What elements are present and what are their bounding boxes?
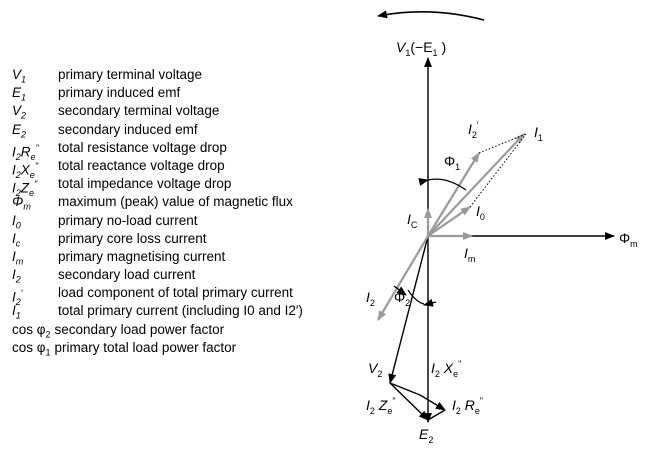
i2re-drop xyxy=(419,394,446,411)
legend-row: I2Ze" total impedance voltage drop xyxy=(12,175,352,198)
legend-description: secondary terminal voltage xyxy=(58,103,220,119)
label-ic: IC xyxy=(407,211,418,230)
label-im: Im xyxy=(464,245,475,264)
legend-row: V2 secondary terminal voltage xyxy=(12,102,352,121)
legend-row: I2Re" total resistance voltage drop xyxy=(12,139,352,162)
legend-description: primary induced emf xyxy=(58,85,181,101)
legend-description: total resistance voltage drop xyxy=(58,139,227,155)
label-i2: I2 xyxy=(366,289,375,308)
e2-closing xyxy=(427,409,446,421)
legend-symbol: I2′ xyxy=(12,288,23,308)
legend-description: primary total load power factor xyxy=(54,339,237,355)
phi2-tick-right xyxy=(423,298,437,307)
legend-row: E1 primary induced emf xyxy=(12,84,352,103)
label-phi2: Φ2 xyxy=(394,289,410,308)
legend-row: Ic primary core loss current xyxy=(12,230,352,249)
label-i2-prime: I2′ xyxy=(468,120,479,140)
legend-row: Φm maximum (peak) value of magnetic flux xyxy=(12,193,352,212)
legend-description: primary magnetising current xyxy=(58,248,226,264)
legend-row: I0 primary no-load current xyxy=(12,212,352,231)
legend-symbol: I2Re" xyxy=(12,142,39,162)
legend-description: total reactance voltage drop xyxy=(58,157,225,173)
legend-description: maximum (peak) value of magnetic flux xyxy=(58,194,293,210)
label-i2xe: I2 Xe" xyxy=(431,359,461,379)
i2ze-drop xyxy=(389,382,429,421)
legend-row: E2 secondary induced emf xyxy=(12,121,352,140)
legend-symbol: V2 xyxy=(12,103,27,122)
legend-row: I2Xe" total reactance voltage drop xyxy=(12,157,352,180)
legend-symbol: cos φ2 xyxy=(12,321,51,340)
i2-prime-phasor xyxy=(427,152,480,237)
legend-symbol: E2 xyxy=(12,121,27,140)
legend-description: secondary load current xyxy=(58,267,196,283)
legend-row: V1 primary terminal voltage xyxy=(12,66,352,85)
label-v1: V1(−E1 ) xyxy=(396,39,446,58)
label-i2re: I2 Re" xyxy=(452,396,483,416)
legend-symbol: I2Xe" xyxy=(12,160,39,181)
legend-row: I2′ load component of total primary curre… xyxy=(12,284,352,307)
legend-description: primary terminal voltage xyxy=(58,67,203,82)
legend-symbol: I1 xyxy=(12,303,21,322)
legend-row: I1 total primary current (including I0 an… xyxy=(12,302,352,321)
label-e2: E2 xyxy=(419,426,433,445)
i2-phasor xyxy=(377,235,429,321)
label-v2: V2 xyxy=(368,360,382,379)
legend-symbol: Ic xyxy=(12,230,21,249)
i0-phasor xyxy=(427,206,471,237)
i2xe-drop xyxy=(389,382,421,396)
legend-symbol: I2 xyxy=(12,267,21,285)
legend-row: Im primary magnetising current xyxy=(12,248,352,267)
phi1-arc xyxy=(418,178,467,191)
label-phi1: Φ1 xyxy=(444,153,460,172)
label-i1: I1 xyxy=(534,124,543,143)
legend-symbol: E1 xyxy=(12,85,27,103)
v2-phasor xyxy=(388,235,429,384)
dotted-construction-1 xyxy=(478,133,527,154)
legend-description: load component of total primary current xyxy=(58,285,293,301)
legend-description: total impedance voltage drop xyxy=(58,176,232,192)
legend-symbol: Φm xyxy=(12,194,31,212)
legend-symbol: I2Ze" xyxy=(12,179,38,199)
legend-description: primary core loss current xyxy=(58,230,207,246)
phi2-arc xyxy=(407,289,425,305)
legend-symbol: Im xyxy=(12,248,24,267)
label-i0: I0 xyxy=(476,203,485,222)
legend-description: total primary current (including I0 and … xyxy=(58,303,303,319)
legend-description: primary no-load current xyxy=(58,212,198,228)
dotted-construction-2 xyxy=(469,133,527,208)
label-i2ze: I2 Ze" xyxy=(366,396,396,416)
phi2-tick-left xyxy=(393,285,407,296)
legend-description: secondary induced emf xyxy=(58,121,198,137)
label-phim: Φm xyxy=(619,230,638,249)
legend-symbol: cos φ1 xyxy=(12,339,51,358)
legend-row: I2 secondary load current xyxy=(12,266,352,285)
rotation-direction-arrow xyxy=(377,10,485,21)
legend-description: secondary load power factor xyxy=(54,321,225,337)
legend-symbol: V1 xyxy=(12,67,27,85)
i1-phasor xyxy=(427,133,525,237)
legend-symbol: I0 xyxy=(12,212,21,231)
